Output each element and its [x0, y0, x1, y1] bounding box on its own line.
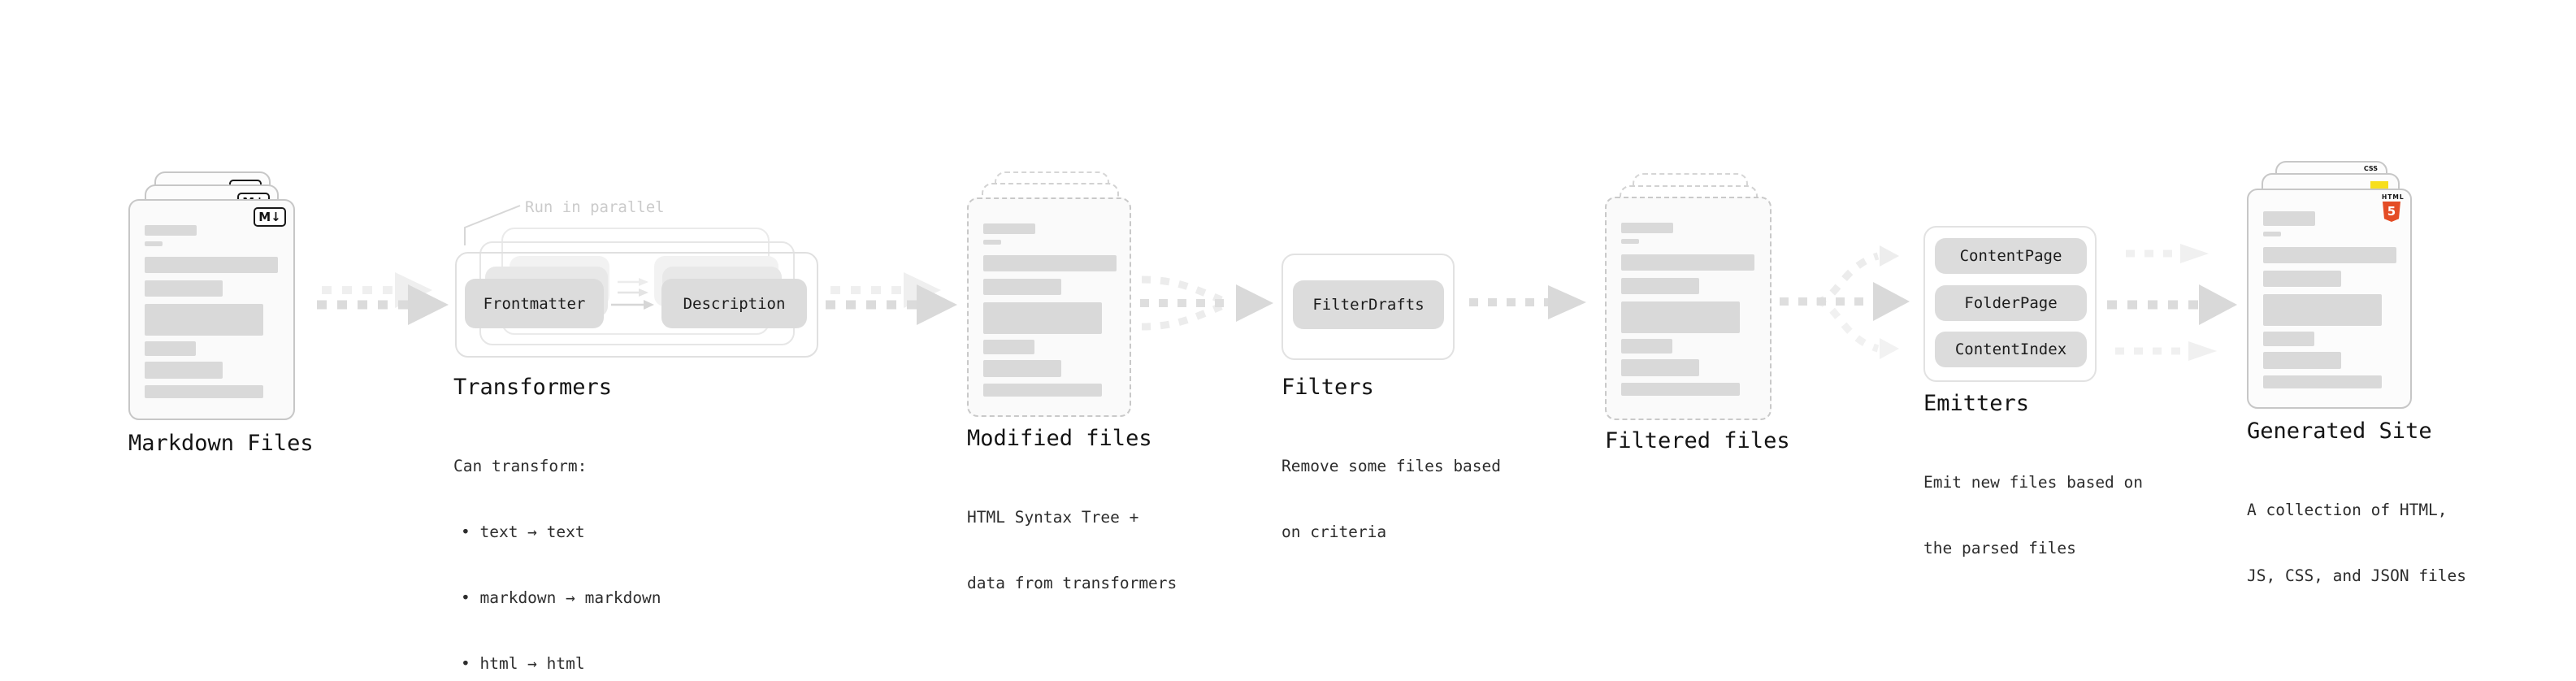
text-placeholder-bar: [983, 340, 1034, 354]
text-placeholder-bar: [1621, 359, 1699, 376]
caption-line: on criteria: [1281, 523, 1387, 541]
filters-frame: [1281, 254, 1455, 360]
text-placeholder-bar: [983, 240, 1001, 245]
emitter-node-folderpage: FolderPage: [1935, 285, 2087, 321]
stage-title-modified-files: Modified files: [967, 426, 1152, 451]
caption-line: HTML Syntax Tree +: [967, 508, 1139, 527]
annotation-connector-line: [464, 205, 521, 245]
markdown-file-card-front: M↓: [128, 199, 295, 420]
text-placeholder-bar: [2263, 247, 2396, 263]
markdown-files-stack: M↓ M↓ M↓: [126, 158, 321, 427]
text-placeholder-bar: [983, 223, 1035, 234]
text-placeholder-bar: [2263, 211, 2315, 226]
text-placeholder-bar: [145, 280, 223, 297]
filter-node-filterdrafts: FilterDrafts: [1293, 280, 1444, 329]
text-placeholder-bar: [145, 257, 278, 273]
transformer-internal-arrows: [611, 278, 654, 310]
text-placeholder-bar: [1621, 339, 1672, 354]
text-placeholder-bar: [1621, 278, 1699, 294]
caption-line: Remove some files based: [1281, 457, 1502, 475]
text-placeholder-bar: [1621, 223, 1673, 233]
css-badge-label: CSS: [2363, 165, 2378, 172]
emitter-node-contentpage: ContentPage: [1935, 238, 2087, 274]
text-placeholder-bar: [983, 302, 1102, 334]
stage-title-generated-site: Generated Site: [2247, 419, 2432, 444]
text-placeholder-bar: [145, 341, 196, 356]
flow-arrow-filtered-to-emitters: [1780, 245, 1910, 359]
document-text-skeleton: [983, 223, 1117, 397]
emitters-caption: Emit new files based on the parsed files: [1923, 427, 2143, 603]
emitter-node-contentindex: ContentIndex: [1935, 332, 2087, 367]
text-placeholder-bar: [1621, 254, 1754, 271]
text-placeholder-bar: [2263, 294, 2382, 326]
filters-caption: Remove some files based on criteria: [1281, 411, 1501, 587]
markdown-badge-label: M↓: [258, 210, 281, 224]
transformer-frame-front: [455, 252, 818, 358]
stage-title-filters: Filters: [1281, 375, 1374, 400]
caption-line: • html → html: [461, 654, 585, 673]
flow-arrow-transformers-to-modified: [826, 272, 957, 325]
caption-line: • text → text: [461, 523, 585, 541]
site-file-card-html: HTML 5: [2247, 189, 2412, 409]
document-text-skeleton: [2263, 211, 2396, 388]
flow-arrow-emitters-to-site: [2107, 244, 2237, 361]
emitters-frame: [1923, 226, 2097, 382]
text-placeholder-bar: [145, 362, 223, 379]
caption-line: data from transformers: [967, 574, 1177, 592]
text-placeholder-bar: [1621, 239, 1639, 244]
text-placeholder-bar: [2263, 271, 2341, 287]
run-in-parallel-annotation: Run in parallel: [525, 198, 665, 216]
text-placeholder-bar: [1621, 301, 1740, 333]
text-placeholder-bar: [145, 241, 163, 246]
html5-icon: HTML 5: [2382, 193, 2405, 222]
stage-title-markdown-files: Markdown Files: [128, 431, 314, 456]
text-placeholder-bar: [983, 360, 1061, 377]
text-placeholder-bar: [2263, 352, 2341, 369]
markdown-icon: M↓: [254, 207, 286, 227]
html5-shield: 5: [2383, 202, 2400, 222]
html5-badge-label: HTML: [2382, 193, 2405, 201]
generated-site-stack: CSS HTML 5: [2243, 154, 2438, 414]
text-placeholder-bar: [983, 279, 1061, 295]
stage-title-transformers: Transformers: [453, 375, 613, 400]
caption-line: the parsed files: [1923, 539, 2076, 557]
text-placeholder-bar: [2263, 375, 2382, 388]
text-placeholder-bar: [145, 385, 263, 398]
flow-arrow-modified-to-filters: [1140, 275, 1273, 331]
modified-files-caption: HTML Syntax Tree + data from transformer…: [967, 462, 1177, 638]
document-text-skeleton: [145, 225, 278, 398]
modified-files-stack: [963, 167, 1142, 427]
text-placeholder-bar: [2263, 232, 2281, 236]
stage-title-filtered-files: Filtered files: [1605, 428, 1790, 453]
caption-line: A collection of HTML,: [2247, 501, 2448, 519]
caption-line: Emit new files based on: [1923, 473, 2144, 492]
document-text-skeleton: [1621, 223, 1754, 396]
text-placeholder-bar: [983, 255, 1117, 271]
flow-arrow-markdown-to-transformers: [317, 272, 449, 325]
transformers-caption: Can transform: • text → text • markdown …: [453, 411, 661, 681]
caption-line: • markdown → markdown: [461, 588, 661, 607]
caption-line: JS, CSS, and JSON files: [2247, 566, 2467, 585]
caption-line: Can transform:: [453, 457, 588, 475]
filtered-file-card-front: [1605, 197, 1772, 420]
stage-title-emitters: Emitters: [1923, 391, 2030, 416]
text-placeholder-bar: [145, 304, 263, 336]
text-placeholder-bar: [145, 225, 197, 236]
text-placeholder-bar: [983, 384, 1102, 397]
text-placeholder-bar: [1621, 383, 1740, 396]
modified-file-card-front: [967, 197, 1131, 417]
transformer-node-frontmatter: Frontmatter: [465, 279, 604, 328]
filtered-files-stack: [1601, 171, 1780, 431]
transformer-node-description: Description: [661, 279, 807, 328]
generated-site-caption: A collection of HTML, JS, CSS, and JSON …: [2247, 455, 2466, 631]
flow-arrow-filters-to-filtered: [1469, 285, 1586, 319]
text-placeholder-bar: [2263, 332, 2314, 346]
